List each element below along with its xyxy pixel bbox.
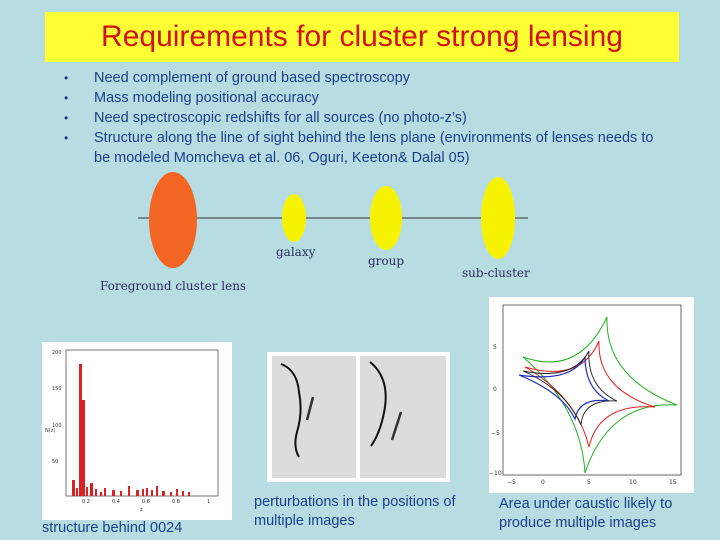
redshift-histogram: 200 150 100 50 N(z) 0.2 0.4 0.6 0.8 1 z [45,349,219,513]
image-left [272,356,356,478]
y-axis-label: N(z) [45,428,55,434]
hist-bar [82,400,85,496]
group-ellipse [370,186,402,250]
bullet-item: • Mass modeling positional accuracy [64,88,664,108]
image-right [360,356,446,478]
lensed-images [272,356,446,478]
hist-bar [142,489,144,496]
hist-bar [100,492,102,496]
x-tick-label: 0 [541,479,545,486]
x-tick-label: 15 [669,479,677,486]
x-tick-label: 10 [629,479,637,486]
hist-bar [112,490,115,496]
hist-bar [72,480,75,496]
hist-bar [90,483,93,496]
title-box: Requirements for cluster strong lensing [45,12,679,62]
y-tick-label: −5 [491,430,500,437]
x-axis-label: z [140,507,143,513]
bullet-item: • Need complement of ground based spectr… [64,68,664,88]
caustic-plot-panel: −5 0 5 10 15 5 0 −5 −10 [489,297,694,493]
hist-bar [176,489,178,496]
galaxy-ellipse [282,194,306,242]
line-of-sight-diagram: galaxy group sub-cluster Foreground clus… [100,172,530,293]
x-tick-label: 0.8 [172,499,180,505]
bullet-dot: • [64,131,69,145]
caustic-green [522,316,678,474]
y-tick-label: 0 [493,386,497,393]
image-streak-left [305,396,315,421]
subcluster-label: sub-cluster [462,266,530,280]
hist-bar [182,491,184,496]
redshift-histogram-panel: 200 150 100 50 N(z) 0.2 0.4 0.6 0.8 1 z [42,342,232,520]
hist-bar [156,486,158,496]
hist-bar [76,488,78,496]
hist-bar [162,491,165,496]
hist-bar [86,487,88,496]
subcluster-ellipse [481,177,515,259]
y-tick-label: 100 [52,423,62,429]
bullet-text: Need spectroscopic redshifts for all sou… [94,110,467,126]
hist-bar [146,488,148,496]
bullet-item: • Structure along the line of sight behi… [64,128,664,168]
x-tick-label: 5 [587,479,591,486]
x-tick-label: 0.6 [142,499,150,505]
y-tick-label: 200 [52,350,62,356]
caustic-plot: −5 0 5 10 15 5 0 −5 −10 [489,304,682,486]
x-tick-label: 0.4 [112,499,120,505]
bullet-dot: • [64,91,69,105]
hist-bar [128,486,130,496]
caustic-caption: Area under caustic likely to produce mul… [499,496,673,531]
bullet-text: Structure along the line of sight behind… [94,130,654,166]
y-tick-label: −10 [489,470,502,477]
hist-bar [104,488,106,496]
hist-bar [120,491,122,496]
images-caption: perturbations in the positions of multip… [254,494,456,529]
caustic-red [524,340,656,448]
plot-frame [65,349,219,497]
x-tick-label: 0.2 [82,499,90,505]
plot-frame [502,304,682,476]
y-tick-label: 5 [493,344,497,351]
y-tick-label: 50 [52,459,58,465]
bullet-dot: • [64,111,69,125]
bullet-dot: • [64,71,69,85]
bullet-list: • Need complement of ground based spectr… [64,68,664,168]
bullet-item: • Need spectroscopic redshifts for all s… [64,108,664,128]
galaxy-label: galaxy [276,245,316,259]
hist-bar [151,490,153,496]
arc-left [280,363,302,458]
hist-bar [136,490,139,496]
slide-title: Requirements for cluster strong lensing [101,20,623,53]
bullet-text: Need complement of ground based spectros… [94,70,410,86]
caustic-black [522,350,618,426]
bullet-text: Mass modeling positional accuracy [94,90,319,106]
histogram-caption: structure behind 0024 [42,520,183,536]
hist-bar [79,364,82,496]
hist-bar [170,492,172,496]
histogram-bars [72,364,190,496]
lensed-images-panel [267,352,450,482]
foreground-cluster-label: Foreground cluster lens [100,279,246,293]
hist-bar [95,489,97,496]
y-tick-label: 150 [52,386,62,392]
x-tick-label: −5 [507,479,516,486]
x-tick-label: 1 [207,499,210,505]
hist-bar [188,492,190,496]
image-streak-right [390,411,403,441]
group-label: group [368,254,404,268]
arc-right [369,361,387,447]
cluster-lens-ellipse [149,172,197,268]
